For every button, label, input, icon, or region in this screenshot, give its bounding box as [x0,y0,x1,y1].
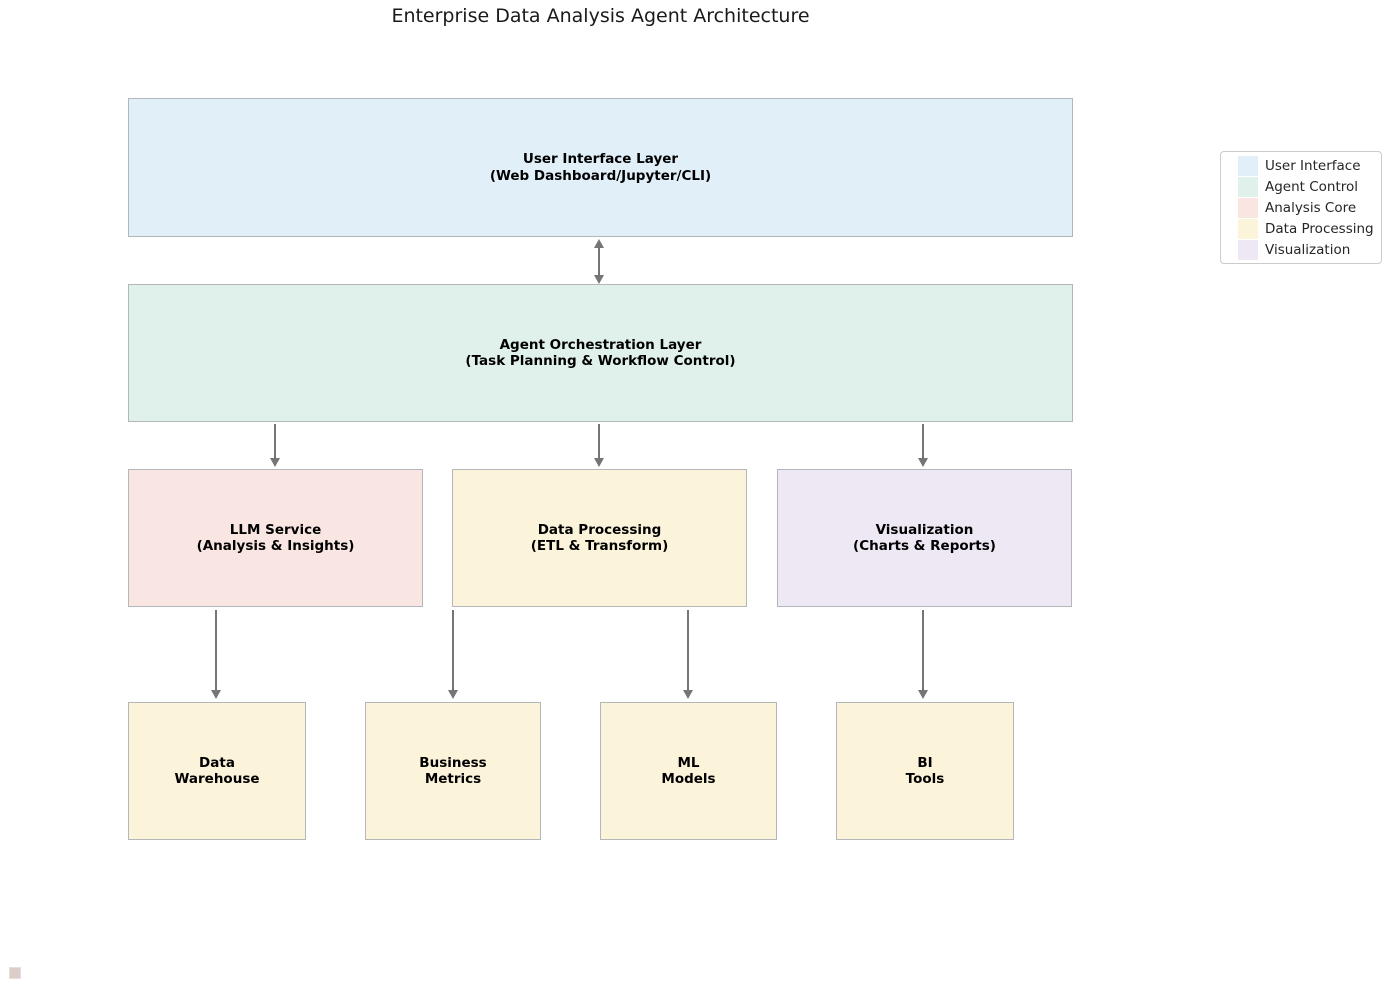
node-title: LLM Service [229,521,322,538]
arrow-down-icon [918,458,928,467]
arrow-down-icon [270,458,280,467]
node-title: Visualization [875,521,974,538]
arrow-down-icon [448,690,458,699]
arrow-shaft [922,424,924,459]
node-subtitle: Warehouse [174,771,260,787]
node-title: Business [419,754,487,771]
legend-item-data-processing: Data Processing [1238,218,1377,239]
node-data-processing: Data Processing (ETL & Transform) [452,469,747,607]
arrow-shaft [452,610,454,691]
legend-item-analysis-core: Analysis Core [1238,197,1377,218]
arrow-shaft [598,424,600,459]
node-title: ML [677,754,700,771]
node-agent-orchestration-layer: Agent Orchestration Layer (Task Planning… [128,284,1073,422]
legend: User Interface Agent Control Analysis Co… [1220,151,1382,264]
node-user-interface-layer: User Interface Layer (Web Dashboard/Jupy… [128,98,1073,237]
arrow-down-icon [683,690,693,699]
node-data-warehouse: Data Warehouse [128,702,306,840]
legend-item-visualization: Visualization [1238,239,1377,260]
legend-label: Visualization [1265,241,1351,258]
legend-swatch-user-interface [1238,155,1258,176]
node-subtitle: (Task Planning & Workflow Control) [465,353,736,369]
arrow-shaft [687,610,689,691]
arrow-shaft [274,424,276,459]
orphan-color-swatch [9,967,21,979]
legend-label: Data Processing [1265,220,1374,237]
node-subtitle: (Web Dashboard/Jupyter/CLI) [489,167,712,184]
arrow-up-icon [594,239,604,248]
node-llm-service: LLM Service (Analysis & Insights) [128,469,423,607]
legend-swatch-agent-control [1238,176,1258,197]
node-visualization: Visualization (Charts & Reports) [777,469,1072,607]
node-title: Data [199,754,235,771]
legend-swatch-analysis-core [1238,197,1258,218]
arrow-shaft [215,610,217,691]
legend-swatch-visualization [1238,239,1258,260]
legend-label: Agent Control [1265,178,1359,195]
node-subtitle: Metrics [424,771,482,787]
node-subtitle: (Charts & Reports) [853,538,996,554]
arrow-down-icon [594,275,604,284]
node-subtitle: (Analysis & Insights) [196,538,355,554]
legend-label: User Interface [1265,157,1361,174]
legend-item-agent-control: Agent Control [1238,176,1377,197]
node-subtitle: Tools [905,771,945,787]
legend-swatch-data-processing [1238,218,1258,239]
node-title: Data Processing [537,521,662,538]
arrow-down-icon [594,458,604,467]
arrow-down-icon [918,690,928,699]
arrow-down-icon [211,690,221,699]
node-subtitle: Models [661,771,716,787]
diagram-title: Enterprise Data Analysis Agent Architect… [391,5,810,27]
node-ml-models: ML Models [600,702,777,840]
legend-item-user-interface: User Interface [1238,155,1377,176]
arrow-shaft [922,610,924,691]
node-title: User Interface Layer [522,151,679,167]
node-title: Agent Orchestration Layer [499,336,702,353]
node-business-metrics: Business Metrics [365,702,541,840]
node-subtitle: (ETL & Transform) [530,538,669,554]
legend-label: Analysis Core [1265,199,1357,216]
node-title: BI [917,754,933,771]
node-bi-tools: BI Tools [836,702,1014,840]
arrow-shaft [598,247,600,276]
